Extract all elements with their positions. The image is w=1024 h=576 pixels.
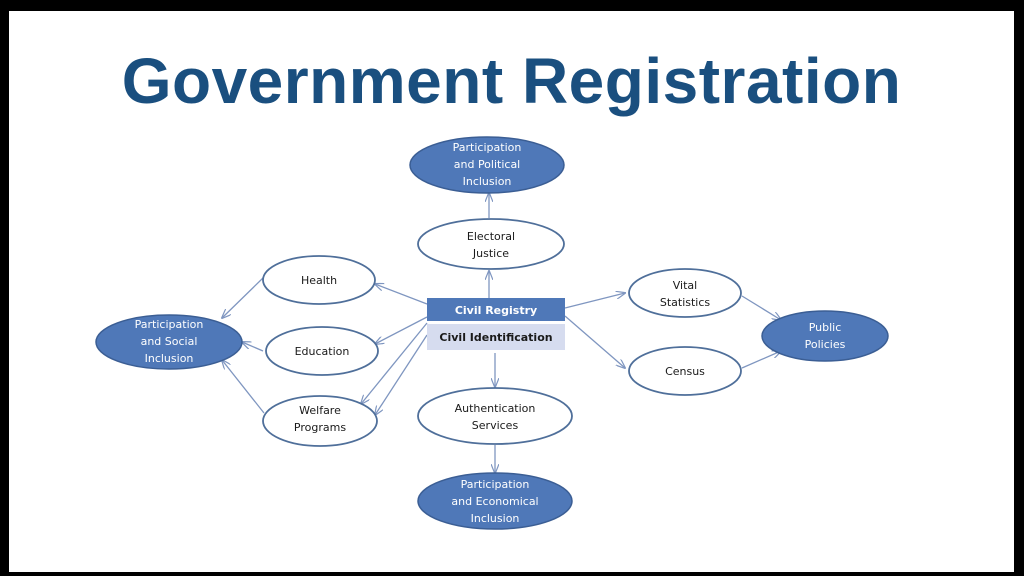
edge-registry-to-vital [564, 293, 625, 309]
edge-registry-to-education [375, 316, 428, 344]
civil-identification-box: Civil Identification [427, 324, 565, 350]
edge-registry-to-welfare-1 [361, 322, 428, 404]
node-census: Census [628, 346, 742, 396]
welfare-line-1: Welfare [299, 404, 341, 417]
node-health: Health [262, 255, 376, 305]
edge-health-to-social [222, 276, 265, 318]
electoral-justice-line-2: Justice [472, 247, 509, 260]
node-vital-statistics: Vital Statistics [628, 268, 742, 318]
economical-inclusion-line-3: Inclusion [471, 512, 520, 525]
page-title: Government Registration [121, 45, 902, 117]
political-inclusion-line-3: Inclusion [463, 175, 512, 188]
census-label: Census [665, 365, 705, 378]
social-inclusion-line-3: Inclusion [145, 352, 194, 365]
edge-census-to-public [741, 351, 781, 369]
edge-registry-to-census [564, 315, 625, 368]
civil-identification-label: Civil Identification [439, 331, 552, 344]
social-inclusion-line-1: Participation [135, 318, 204, 331]
welfare-line-2: Programs [294, 421, 346, 434]
economical-inclusion-line-2: and Economical [451, 495, 538, 508]
node-welfare-programs: Welfare Programs [262, 395, 378, 447]
vital-statistics-line-2: Statistics [660, 296, 711, 309]
node-economical-inclusion: Participation and Economical Inclusion [417, 472, 573, 530]
vital-statistics-line-1: Vital [673, 279, 697, 292]
edge-vital-to-public [741, 295, 781, 320]
edge-education-to-social [242, 342, 264, 352]
civil-registry-label: Civil Registry [455, 304, 537, 317]
electoral-justice-line-1: Electoral [467, 230, 515, 243]
authentication-line-2: Services [472, 419, 519, 432]
public-policies-line-2: Policies [805, 338, 846, 351]
political-inclusion-line-1: Participation [453, 141, 522, 154]
civil-registry-box: Civil Registry [427, 298, 565, 321]
node-political-inclusion: Participation and Political Inclusion [409, 136, 565, 194]
edge-welfare-to-social [222, 360, 265, 414]
edges [222, 193, 781, 473]
health-label: Health [301, 274, 337, 287]
registration-diagram: Participation and Political Inclusion Pa… [95, 136, 889, 530]
social-inclusion-line-2: and Social [141, 335, 198, 348]
node-social-inclusion: Participation and Social Inclusion [95, 314, 243, 370]
node-education: Education [265, 326, 379, 376]
edge-registry-to-health [375, 284, 428, 305]
node-public-policies: Public Policies [761, 310, 889, 362]
economical-inclusion-line-1: Participation [461, 478, 530, 491]
public-policies-line-1: Public [809, 321, 842, 334]
political-inclusion-line-2: and Political [454, 158, 521, 171]
node-authentication-services: Authentication Services [417, 387, 573, 445]
education-label: Education [295, 345, 350, 358]
edge-registry-to-welfare-2 [375, 334, 428, 415]
node-electoral-justice: Electoral Justice [417, 218, 565, 270]
slide: Government Registration [9, 11, 1014, 572]
authentication-line-1: Authentication [455, 402, 536, 415]
